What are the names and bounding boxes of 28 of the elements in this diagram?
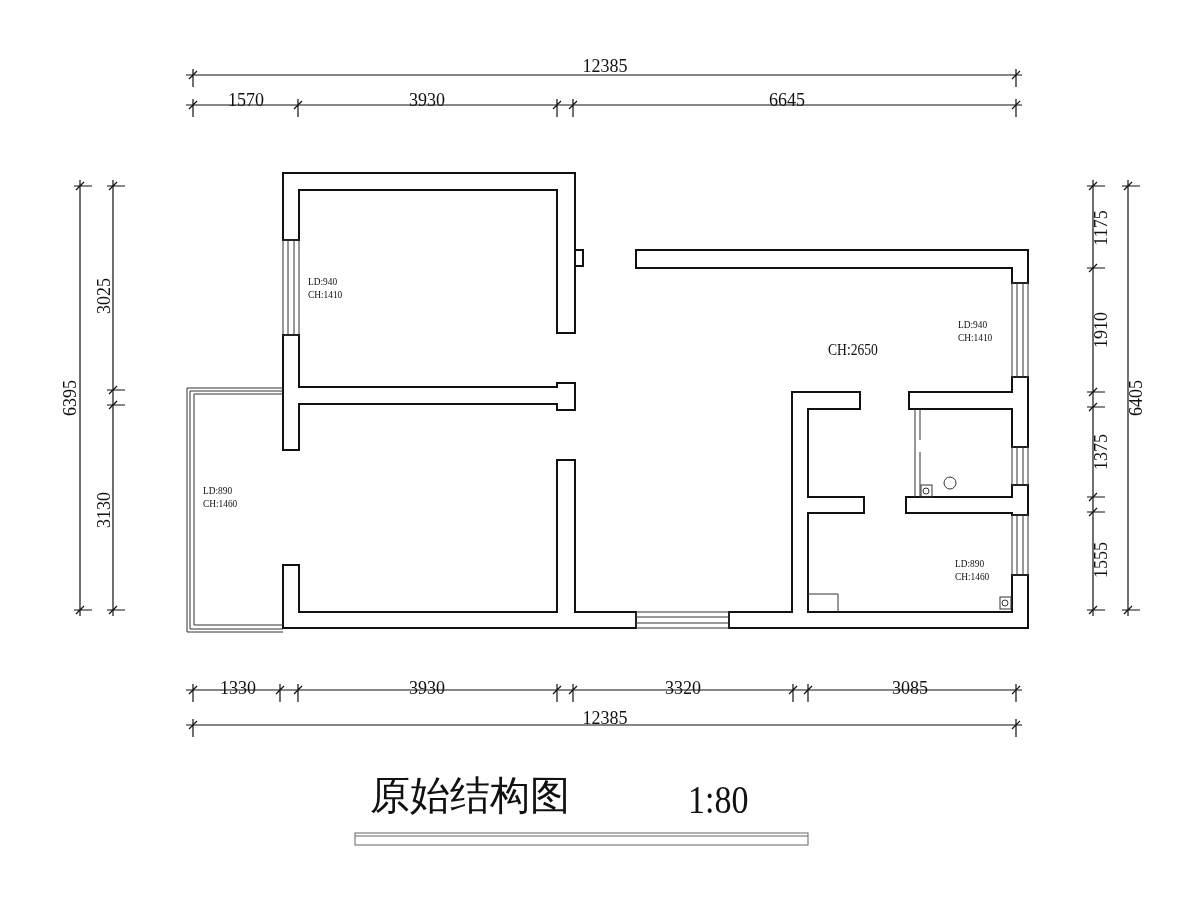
room-annotation: LD:940 (308, 276, 338, 287)
title: 原始结构图 (370, 775, 570, 815)
dimension-text: 3085 (892, 679, 928, 697)
room-annotation: CH:1460 (955, 571, 990, 582)
room-annotation: CH:2650 (828, 342, 878, 358)
scale-text: 1:80 (688, 780, 749, 820)
room-annotation: CH:1410 (308, 289, 343, 300)
dimension-text: 6405 (1127, 380, 1145, 416)
room-annotation: LD:890 (955, 558, 985, 569)
dimension-text: 1175 (1092, 210, 1110, 246)
dimension-text: 3130 (95, 492, 113, 528)
dimension-text: 1570 (228, 91, 264, 109)
dimension-text: 3320 (665, 679, 701, 697)
room-annotation: CH:1460 (203, 498, 238, 509)
room-annotation: CH:1410 (958, 332, 993, 343)
dimension-text: 1330 (220, 679, 256, 697)
dimension-text: 12385 (582, 57, 628, 75)
dimension-text: 3930 (409, 679, 445, 697)
dimension-text: 6645 (769, 91, 805, 109)
dimension-text: 1910 (1092, 312, 1110, 348)
dimension-text: 3930 (409, 91, 445, 109)
dimension-text: 3025 (95, 278, 113, 314)
dimension-text: 6395 (61, 380, 79, 416)
room-annotation: LD:940 (958, 319, 988, 330)
dimension-text: 1375 (1092, 434, 1110, 470)
dimension-text: 12385 (582, 709, 628, 727)
dimension-text: 1555 (1092, 542, 1110, 578)
room-annotation: LD:890 (203, 485, 233, 496)
